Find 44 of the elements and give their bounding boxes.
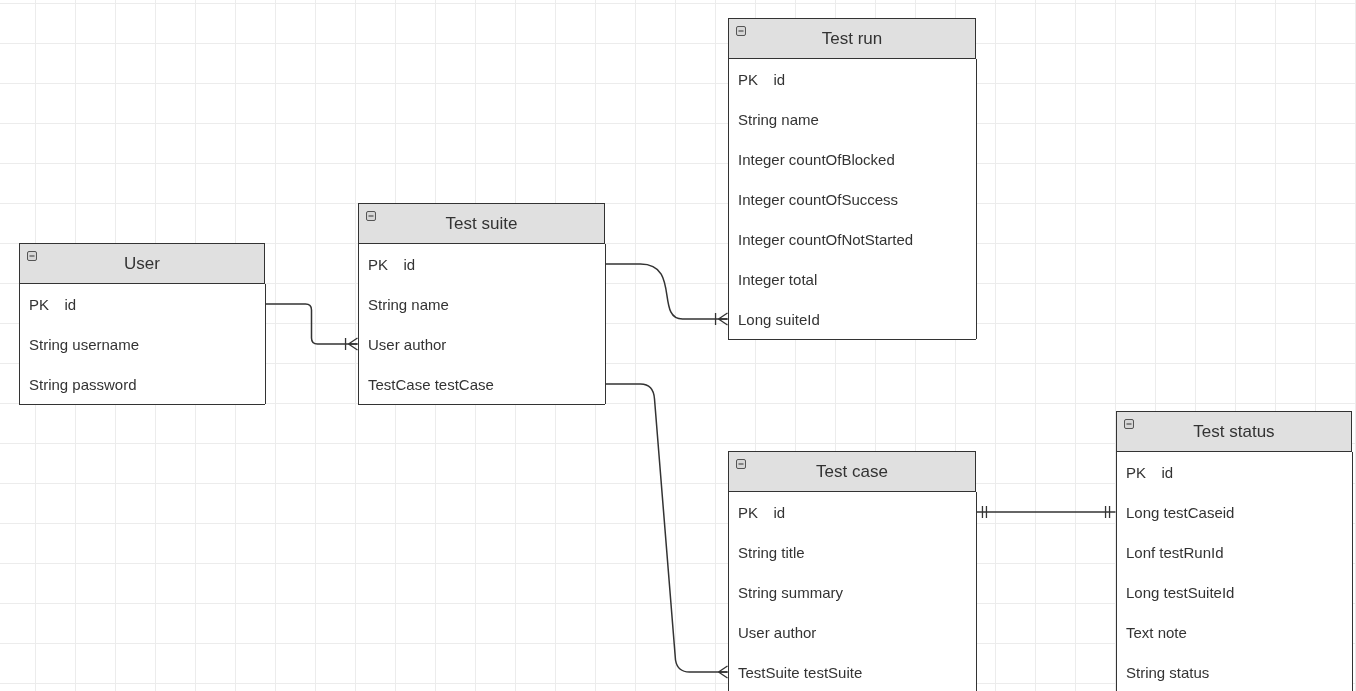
field-text: TestSuite testSuite — [738, 663, 863, 681]
field-text: Long suiteId — [738, 310, 820, 328]
relationship-line — [604, 263, 729, 326]
field-text: Text note — [1126, 623, 1187, 641]
field-text: Long testCaseid — [1126, 503, 1235, 521]
key-label: PK — [1126, 463, 1146, 481]
field-text: User author — [368, 335, 447, 353]
table-title: Test case — [816, 461, 888, 482]
field-text: Long testSuiteId — [1126, 583, 1235, 601]
table-title: Test suite — [445, 213, 518, 234]
field-text: Lonf testRunId — [1126, 543, 1224, 561]
key-label: PK — [738, 70, 758, 88]
entity-table — [19, 243, 265, 405]
field-text: String username — [29, 335, 140, 353]
entity-table — [358, 203, 605, 405]
field-text: Integer countOfBlocked — [738, 150, 895, 168]
relationship-line — [264, 303, 359, 351]
entity-table — [728, 451, 976, 691]
field-text: Integer countOfSuccess — [738, 190, 899, 208]
field-text: String password — [29, 375, 137, 393]
field-text: TestCase testCase — [368, 375, 494, 393]
field-text: id — [64, 295, 77, 313]
field-text: Integer countOfNotStarted — [738, 230, 914, 248]
table-title: User — [124, 253, 160, 274]
field-text: id — [773, 70, 786, 88]
entity-table — [728, 18, 976, 340]
field-text: Integer total — [738, 270, 818, 288]
field-text: String title — [738, 543, 805, 561]
field-text: id — [773, 503, 786, 521]
key-label: PK — [368, 255, 388, 273]
key-label: PK — [738, 503, 758, 521]
key-label: PK — [29, 295, 49, 313]
field-text: String summary — [738, 583, 844, 601]
relationship-line — [604, 383, 729, 679]
field-text: id — [1161, 463, 1174, 481]
field-text: User author — [738, 623, 817, 641]
entity-table — [1116, 411, 1352, 691]
table-title: Test run — [821, 28, 883, 49]
field-text: id — [403, 255, 416, 273]
field-text: String name — [368, 295, 449, 313]
field-text: String status — [1126, 663, 1210, 681]
field-text: String name — [738, 110, 819, 128]
relationship-line — [975, 506, 1117, 518]
table-title: Test status — [1193, 421, 1275, 442]
